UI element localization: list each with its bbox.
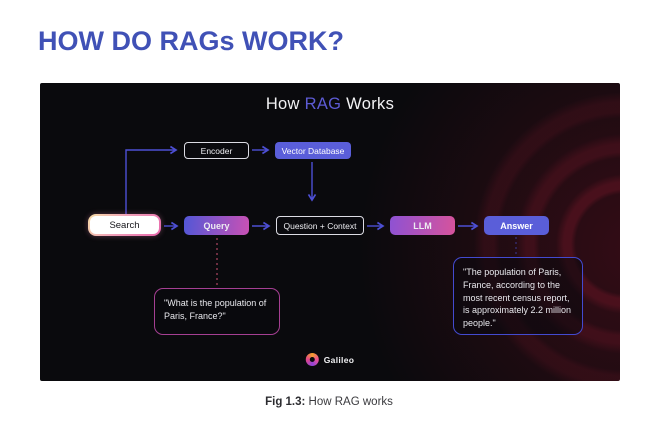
galileo-logo-text: Galileo	[323, 354, 355, 365]
node-query: Query	[184, 216, 249, 235]
galileo-logo-icon	[305, 353, 319, 366]
node-search: Search	[88, 214, 161, 236]
figure-caption: Fig 1.3: How RAG works	[0, 396, 658, 408]
node-question-context: Question + Context	[276, 216, 364, 235]
diagram-title-post: Works	[341, 95, 395, 113]
page-title: HOW DO RAGs WORK?	[38, 26, 344, 56]
node-encoder: Encoder	[184, 142, 249, 159]
figure-caption-label: Fig 1.3:	[265, 396, 306, 408]
answer-example-quote: "The population of Paris, France, accord…	[453, 257, 583, 335]
diagram-title-pre: How	[265, 95, 305, 113]
node-answer: Answer	[484, 216, 549, 235]
figure-caption-text: How RAG works	[305, 396, 393, 408]
diagram-title: How RAG Works	[40, 95, 620, 114]
galileo-logo: Galileo	[305, 353, 355, 366]
diagram-title-highlight: RAG	[304, 95, 342, 113]
node-llm: LLM	[390, 216, 455, 235]
node-search-label: Search	[90, 216, 159, 234]
node-vector-database: Vector Database	[275, 142, 351, 159]
flow-arrows	[125, 145, 517, 286]
rag-diagram-panel: How RAG Works Encoder Vector Database Se…	[40, 83, 620, 381]
arrow-search-to-encoder	[125, 145, 178, 216]
query-example-quote: "What is the population of Paris, France…	[154, 288, 280, 335]
